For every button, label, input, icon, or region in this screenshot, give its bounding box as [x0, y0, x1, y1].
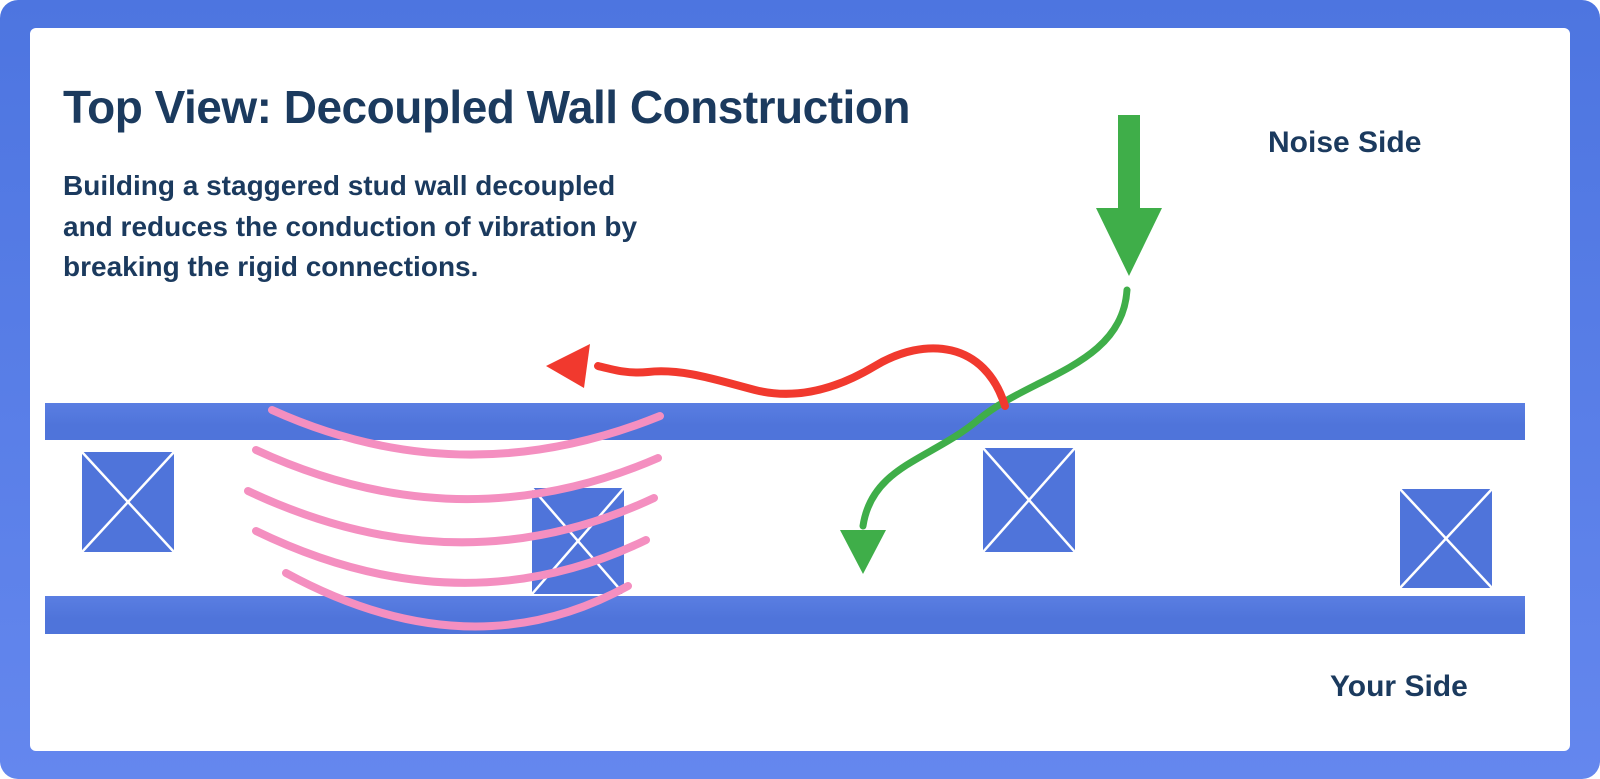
stud-cross-icon — [983, 448, 1075, 552]
your-side-label: Your Side — [1330, 670, 1468, 703]
stud-bottom-right — [1400, 489, 1492, 588]
stud-top-right — [983, 448, 1075, 552]
top-wall-plate — [45, 403, 1525, 440]
incoming-sound-arrow-icon — [1096, 115, 1162, 276]
stud-top-left — [82, 452, 174, 552]
diagram-title: Top View: Decoupled Wall Construction — [63, 81, 911, 133]
diagram-canvas: Top View: Decoupled Wall Construction Bu… — [30, 28, 1570, 751]
stud-bottom-decoupled — [532, 488, 624, 594]
bottom-wall-plate — [45, 596, 1525, 634]
flanking-vibration-arrow-icon — [546, 344, 1009, 410]
stud-cross-icon — [532, 488, 624, 594]
noise-side-label: Noise Side — [1268, 126, 1422, 159]
diagram-description: Building a staggered stud wall decoupled… — [63, 170, 638, 283]
stud-cross-icon — [82, 452, 174, 552]
stud-cross-icon — [1400, 489, 1492, 588]
